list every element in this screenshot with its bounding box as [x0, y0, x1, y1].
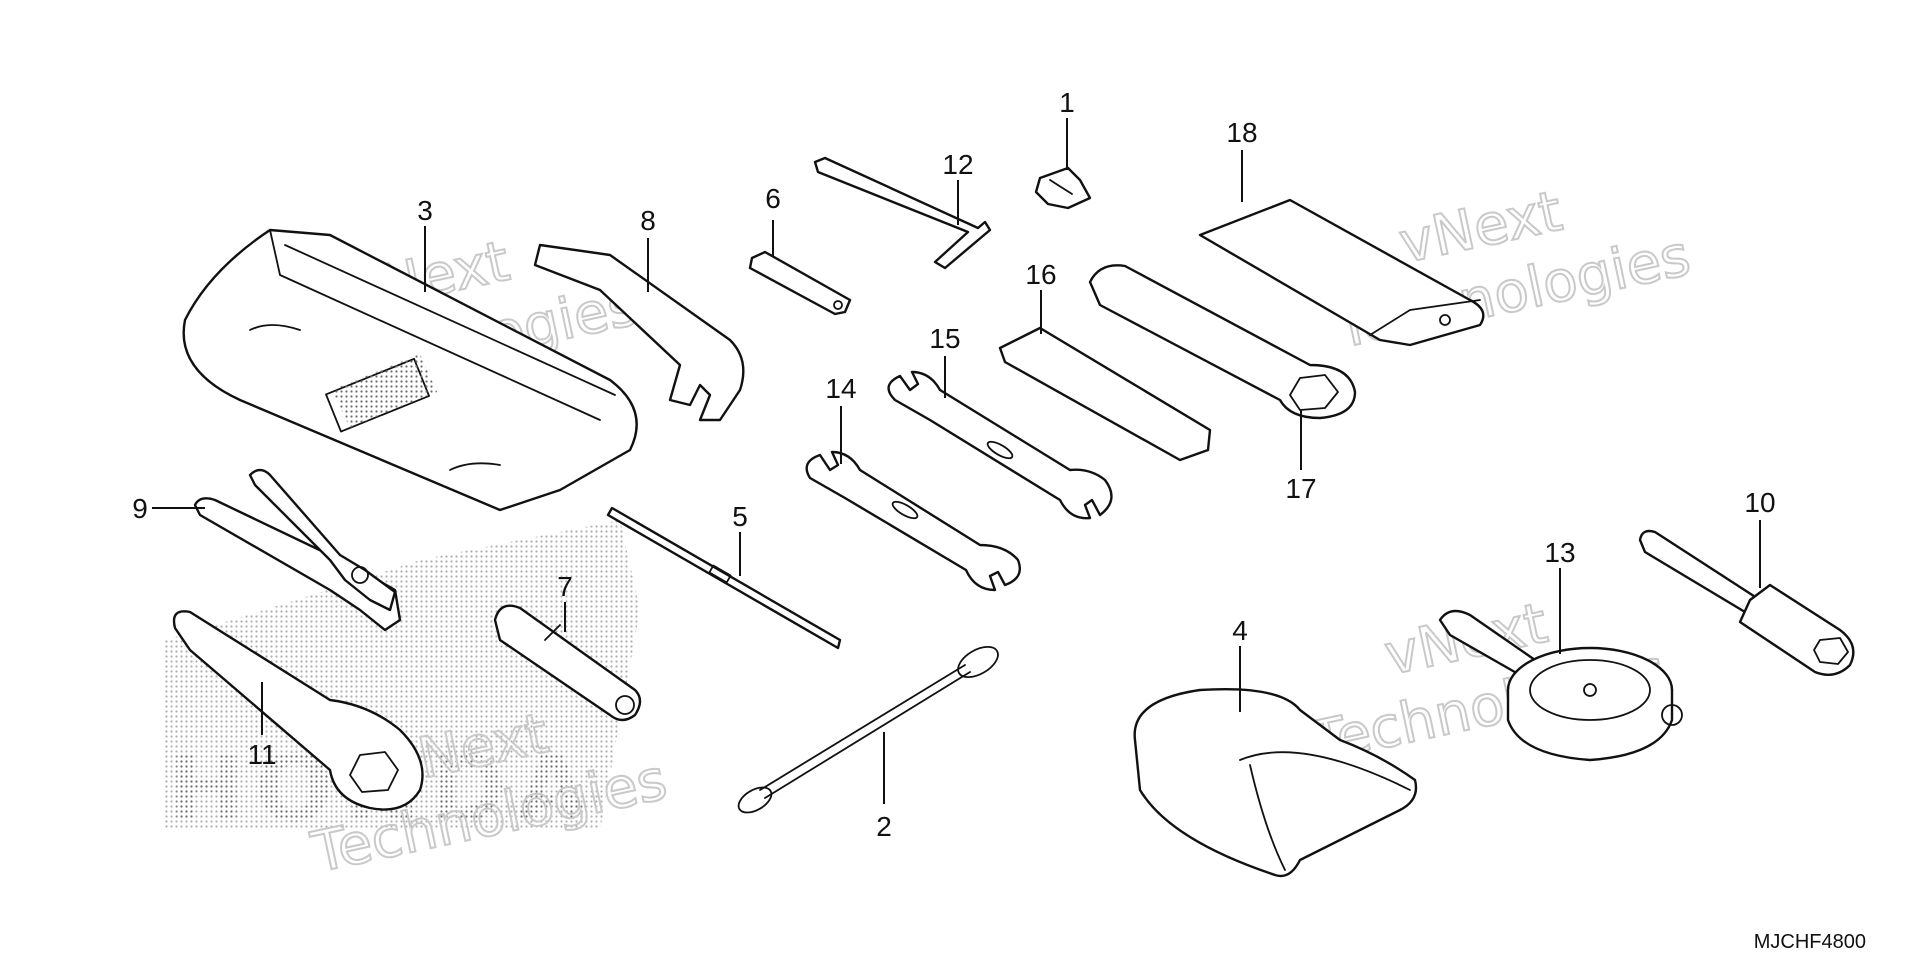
part-8-spanner: [533, 243, 745, 422]
part-11-ring-wrench: [172, 610, 424, 811]
part-7-handle: [493, 604, 642, 722]
callout-12: 12: [942, 149, 973, 180]
callout-1: 1: [1059, 87, 1075, 118]
part-14-open-wrench: [805, 450, 1022, 592]
part-17-box-wrench: [1088, 264, 1357, 420]
callout-5: 5: [732, 501, 748, 532]
part-6-pin-wrench: [748, 250, 852, 316]
callout-2: 2: [876, 811, 892, 842]
callout-11: 11: [247, 739, 276, 770]
part-4-pouch: [1133, 687, 1418, 878]
callout-10: 10: [1744, 487, 1775, 518]
callout-9: 9: [132, 493, 148, 524]
callout-labels: 1 2 3 4 5 6 7 8 9 10 11 12 13 14 15 16 1…: [132, 87, 1775, 842]
callout-8: 8: [640, 205, 656, 236]
part-3-tool-bag: [182, 228, 638, 512]
callout-16: 16: [1025, 259, 1056, 290]
callout-15: 15: [929, 323, 960, 354]
callout-13: 13: [1544, 537, 1575, 568]
callout-3: 3: [417, 195, 433, 226]
callout-18: 18: [1226, 117, 1257, 148]
part-10-socket: [1638, 529, 1855, 676]
part-18-pouch: [1198, 198, 1485, 347]
callout-7: 7: [557, 571, 573, 602]
part-12-hex-key: [813, 156, 992, 270]
callout-17: 17: [1285, 473, 1316, 504]
part-15-open-wrench: [887, 370, 1113, 520]
part-9-pliers: [193, 468, 402, 632]
part-13-gauge: [1438, 609, 1683, 762]
callout-4: 4: [1232, 615, 1248, 646]
part-1-clip: [1034, 166, 1092, 210]
callout-14: 14: [825, 373, 856, 404]
callout-6: 6: [765, 183, 781, 214]
drawing-code: MJCHF4800: [1754, 931, 1866, 953]
part-16-strip: [998, 326, 1212, 462]
part-2-strap: [737, 645, 999, 814]
part-5-screwdriver: [606, 506, 842, 650]
leader-lines: [152, 118, 1761, 804]
